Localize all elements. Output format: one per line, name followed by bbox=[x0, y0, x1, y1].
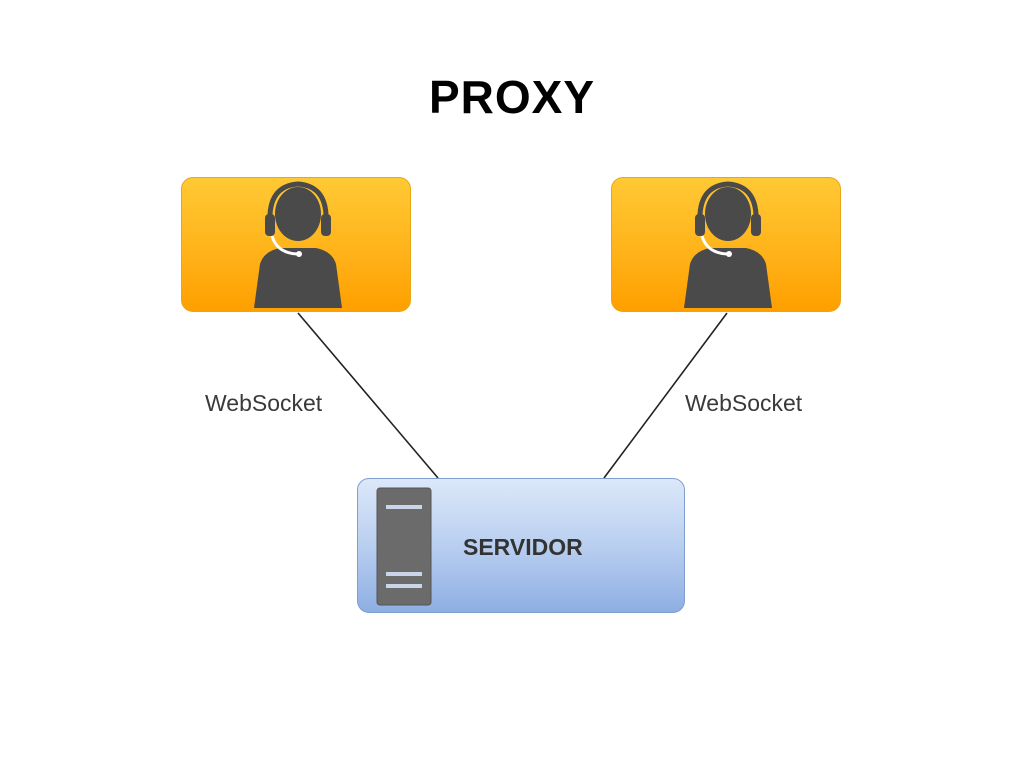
server-tower-icon bbox=[376, 487, 432, 606]
connector-right bbox=[603, 312, 728, 479]
connector-left bbox=[297, 312, 439, 479]
connection-label-right: WebSocket bbox=[685, 390, 803, 416]
user-headset-icon bbox=[254, 181, 342, 308]
server-label: SERVIDOR bbox=[463, 534, 583, 560]
user-headset-icon bbox=[684, 181, 772, 308]
connection-label-left: WebSocket bbox=[205, 390, 323, 416]
slide-title: PROXY bbox=[428, 71, 596, 123]
server-node: SERVIDOR bbox=[357, 478, 685, 613]
client-node-right bbox=[611, 177, 841, 312]
client-node-left bbox=[181, 177, 411, 312]
